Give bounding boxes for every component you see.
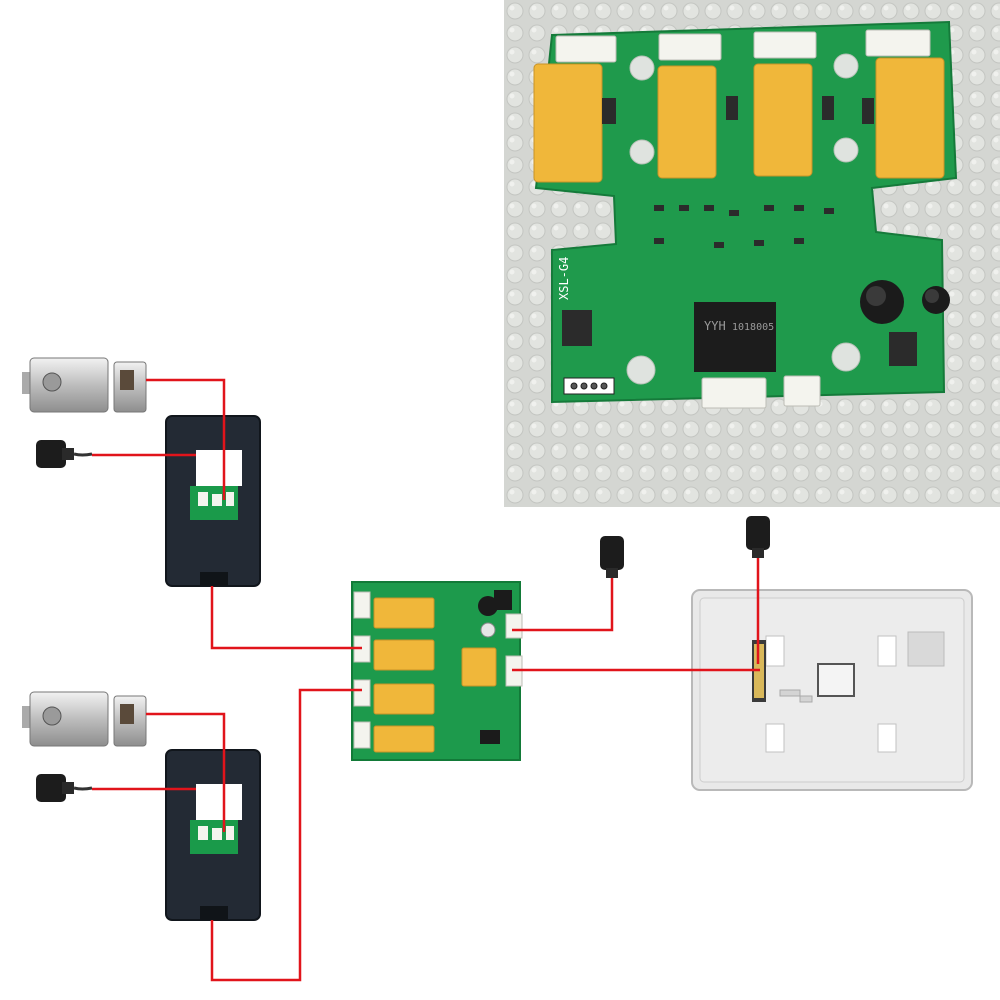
wire-lock-2 xyxy=(146,712,226,832)
power-adapter-4 xyxy=(746,516,770,558)
power-adapter-3 xyxy=(600,536,624,578)
switcher-relay-board xyxy=(351,581,523,761)
main-relay xyxy=(694,302,776,372)
relay-marking: YYH xyxy=(704,319,726,333)
relay-marking-code: 1018005 xyxy=(732,322,774,333)
outdoor-door-station-2 xyxy=(165,749,261,921)
electric-lock-2 xyxy=(22,691,147,747)
relays xyxy=(533,57,945,183)
relay-2 xyxy=(657,65,717,179)
door-station-group-1 xyxy=(22,357,261,587)
bottom-connectors xyxy=(701,375,821,409)
wire-station-1-to-board xyxy=(210,586,362,650)
wire-lock-1 xyxy=(146,378,226,500)
header-pins xyxy=(563,377,615,395)
pcb-photo-svg: YYH 1018005 XSL-G4 xyxy=(504,0,1000,507)
silkscreen-model-label: XSL-G4 xyxy=(557,257,571,300)
mounting-holes xyxy=(626,53,861,385)
relay-1 xyxy=(533,63,603,183)
relay-3 xyxy=(753,63,813,177)
pcb-board xyxy=(534,20,958,404)
electric-lock-1 xyxy=(22,357,147,413)
outdoor-door-station-1 xyxy=(165,415,261,587)
pcb-photo: YYH 1018005 XSL-G4 xyxy=(504,0,1000,507)
relay-4 xyxy=(875,57,945,179)
wire-station-2-to-board xyxy=(210,688,362,982)
top-connectors xyxy=(555,29,931,63)
door-station-group-2 xyxy=(22,691,261,921)
power-adapter-2 xyxy=(36,774,93,802)
smd-components xyxy=(562,96,917,366)
indoor-monitor xyxy=(691,589,973,791)
power-adapter-1 xyxy=(36,440,93,468)
wire-adapter-3-to-board xyxy=(512,578,614,632)
capacitors xyxy=(860,280,950,324)
